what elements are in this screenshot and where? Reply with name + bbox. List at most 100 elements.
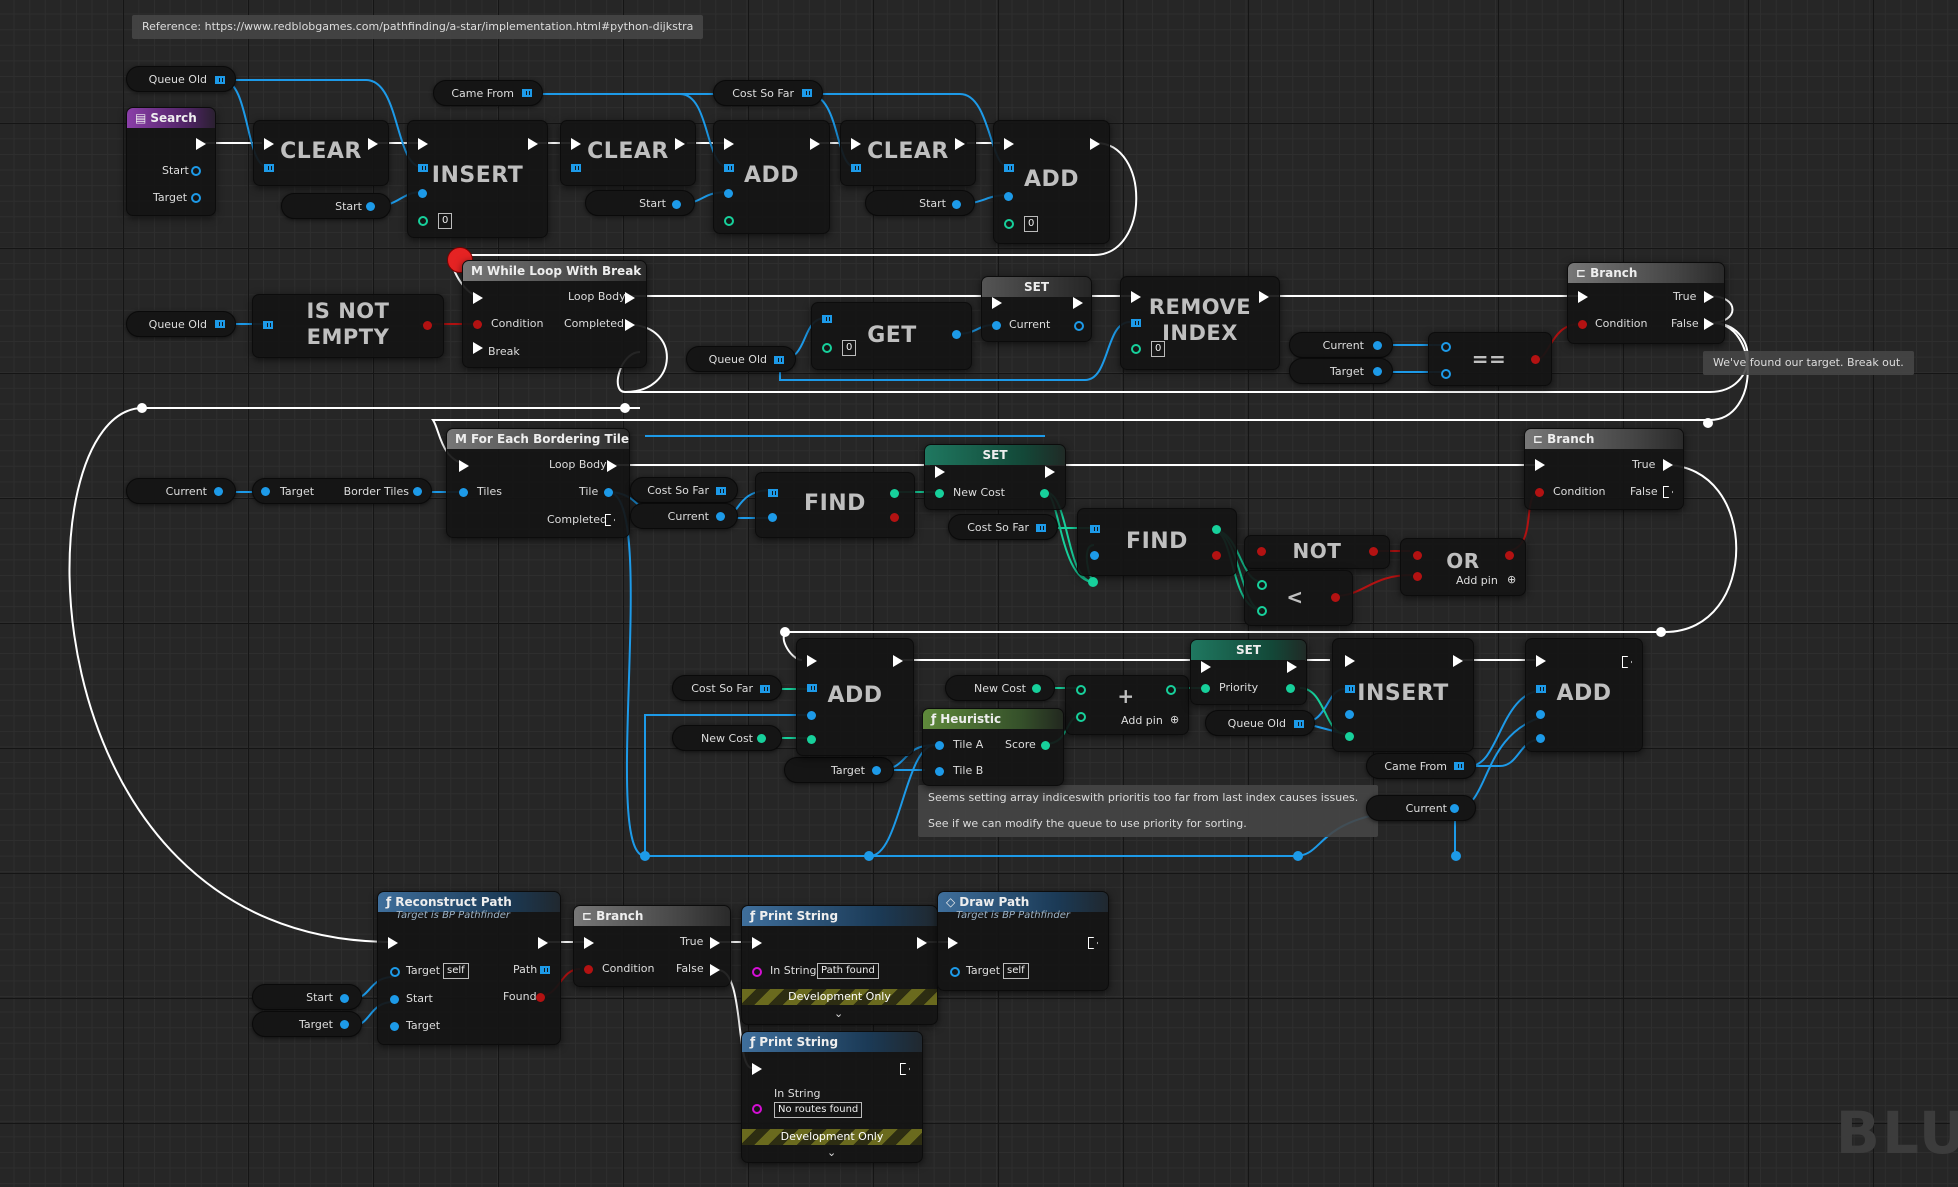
not-node[interactable]: NOT xyxy=(1244,535,1390,569)
or-b-pin[interactable] xyxy=(1413,572,1422,581)
print-1-in-string-field[interactable]: Path found xyxy=(817,963,879,979)
print-1-exec-in[interactable] xyxy=(752,937,762,949)
add-2-exec-out[interactable] xyxy=(1090,138,1100,150)
branch-3-false-pin[interactable] xyxy=(710,964,720,976)
reconstruct-exec-out[interactable] xyxy=(538,937,548,949)
reroute-dot[interactable] xyxy=(620,403,630,413)
remove-index-field[interactable]: 0 xyxy=(1151,341,1166,357)
reroute-dot[interactable] xyxy=(864,851,874,861)
clear-2-exec-out[interactable] xyxy=(675,138,685,150)
start-var-2-pin[interactable] xyxy=(672,200,681,209)
less-than-b-pin[interactable] xyxy=(1257,606,1267,616)
clear-2-array-pin[interactable] xyxy=(571,164,581,172)
not-in-pin[interactable] xyxy=(1257,547,1266,556)
while-loop-body-pin[interactable] xyxy=(625,292,635,304)
branch-node-3[interactable]: ⊏Branch Condition True False xyxy=(573,905,731,987)
border-tiles-out-pin[interactable] xyxy=(413,487,422,496)
border-tiles-node[interactable]: Target Border Tiles xyxy=(252,478,432,504)
insert-1-array-pin[interactable] xyxy=(418,164,428,172)
add-1-exec-out[interactable] xyxy=(810,138,820,150)
set-priority-exec-in[interactable] xyxy=(1201,661,1211,673)
current-var-1[interactable]: Current xyxy=(1289,332,1393,358)
get-array-pin[interactable] xyxy=(822,315,832,323)
queue-old-var-3-pin[interactable] xyxy=(774,356,784,364)
find-2-key-pin[interactable] xyxy=(1090,551,1099,560)
branch-2-condition-pin[interactable] xyxy=(1535,488,1544,497)
add-4-map-pin[interactable] xyxy=(1536,685,1546,693)
or-node[interactable]: OR Add pin ⊕ xyxy=(1400,538,1526,596)
insert-node-2[interactable]: INSERT xyxy=(1332,638,1474,752)
print-2-exec-in[interactable] xyxy=(752,1063,762,1075)
get-node[interactable]: GET 0 xyxy=(811,302,972,370)
remove-index-array-pin[interactable] xyxy=(1131,319,1141,327)
remove-index-exec-in[interactable] xyxy=(1131,291,1141,303)
new-cost-var-1-pin[interactable] xyxy=(757,734,766,743)
print-1-in-string-pin[interactable] xyxy=(752,967,762,977)
heuristic-tile-a-pin[interactable] xyxy=(935,741,944,750)
add-2-key-pin[interactable] xyxy=(1004,192,1013,201)
clear-1-array-pin[interactable] xyxy=(264,164,274,172)
add-3-key-pin[interactable] xyxy=(807,711,816,720)
search-event-node[interactable]: ▤Search Start Target xyxy=(126,107,216,216)
add-4-exec-out[interactable] xyxy=(1622,656,1632,668)
plus-add-pin-label[interactable]: Add pin xyxy=(1121,714,1163,727)
branch-2-false-pin[interactable] xyxy=(1663,486,1673,498)
add-2-exec-in[interactable] xyxy=(1004,138,1014,150)
set-priority-value-pin[interactable] xyxy=(1201,684,1210,693)
for-each-tile-pin[interactable] xyxy=(604,488,613,497)
branch-node-2[interactable]: ⊏Branch Condition True False xyxy=(1524,428,1684,510)
insert-2-exec-out[interactable] xyxy=(1453,655,1463,667)
reroute-dot[interactable] xyxy=(640,851,650,861)
plus-add-pin-icon[interactable]: ⊕ xyxy=(1170,713,1180,726)
plus-node[interactable]: + Add pin ⊕ xyxy=(1065,675,1189,735)
current-var-1-pin[interactable] xyxy=(1373,341,1382,350)
search-target-pin[interactable] xyxy=(191,193,201,203)
is-not-empty-out-pin[interactable] xyxy=(423,321,432,330)
start-var-3-pin[interactable] xyxy=(952,200,961,209)
came-from-var-1-pin[interactable] xyxy=(522,89,532,97)
clear-node-3[interactable]: CLEAR xyxy=(840,120,976,186)
target-var-2-pin[interactable] xyxy=(872,766,881,775)
reconstruct-target2-pin[interactable] xyxy=(390,1022,399,1031)
insert-2-exec-in[interactable] xyxy=(1345,655,1355,667)
reconstruct-self-field[interactable]: self xyxy=(443,963,469,979)
get-index-pin[interactable] xyxy=(822,343,832,353)
print-2-in-string-field[interactable]: No routes found xyxy=(774,1102,863,1118)
set-new-cost-value-pin[interactable] xyxy=(935,489,944,498)
current-var-4[interactable]: Current xyxy=(1366,795,1476,821)
insert-2-index-pin[interactable] xyxy=(1345,732,1354,741)
heuristic-tile-b-pin[interactable] xyxy=(935,767,944,776)
reroute-dot[interactable] xyxy=(137,403,147,413)
add-1-index-pin[interactable] xyxy=(724,216,734,226)
insert-1-item-pin[interactable] xyxy=(418,189,427,198)
add-2-array-pin[interactable] xyxy=(1004,164,1014,172)
cost-so-far-var-2-pin[interactable] xyxy=(716,487,726,495)
draw-path-self-field[interactable]: self xyxy=(1003,963,1029,979)
start-var-1-pin[interactable] xyxy=(366,202,375,211)
current-var-3-pin[interactable] xyxy=(716,512,725,521)
find-1-found-pin[interactable] xyxy=(890,513,899,522)
target-var-2[interactable]: Target xyxy=(784,757,894,783)
add-4-key-pin[interactable] xyxy=(1536,710,1545,719)
is-not-empty-array-pin[interactable] xyxy=(263,321,273,329)
branch-3-true-pin[interactable] xyxy=(710,937,720,949)
branch-3-condition-pin[interactable] xyxy=(584,965,593,974)
add-4-value-pin[interactable] xyxy=(1536,734,1545,743)
cost-so-far-var-1-pin[interactable] xyxy=(802,89,812,97)
target-var-3-pin[interactable] xyxy=(340,1020,349,1029)
new-cost-var-1[interactable]: New Cost xyxy=(672,725,782,751)
set-new-cost-exec-out[interactable] xyxy=(1045,466,1055,478)
branch-2-exec-in[interactable] xyxy=(1535,459,1545,471)
for-each-loop-body-pin[interactable] xyxy=(607,460,617,472)
insert-2-array-pin[interactable] xyxy=(1345,685,1355,693)
set-current-value-pin[interactable] xyxy=(992,321,1001,330)
queue-old-var-4-pin[interactable] xyxy=(1294,720,1304,728)
search-exec-out[interactable] xyxy=(196,138,206,150)
equals-node[interactable]: == xyxy=(1428,332,1552,386)
or-add-pin-icon[interactable]: ⊕ xyxy=(1507,573,1517,586)
print-2-exec-out[interactable] xyxy=(900,1063,910,1075)
while-break-pin[interactable] xyxy=(473,342,483,354)
for-each-exec-in[interactable] xyxy=(459,460,469,472)
